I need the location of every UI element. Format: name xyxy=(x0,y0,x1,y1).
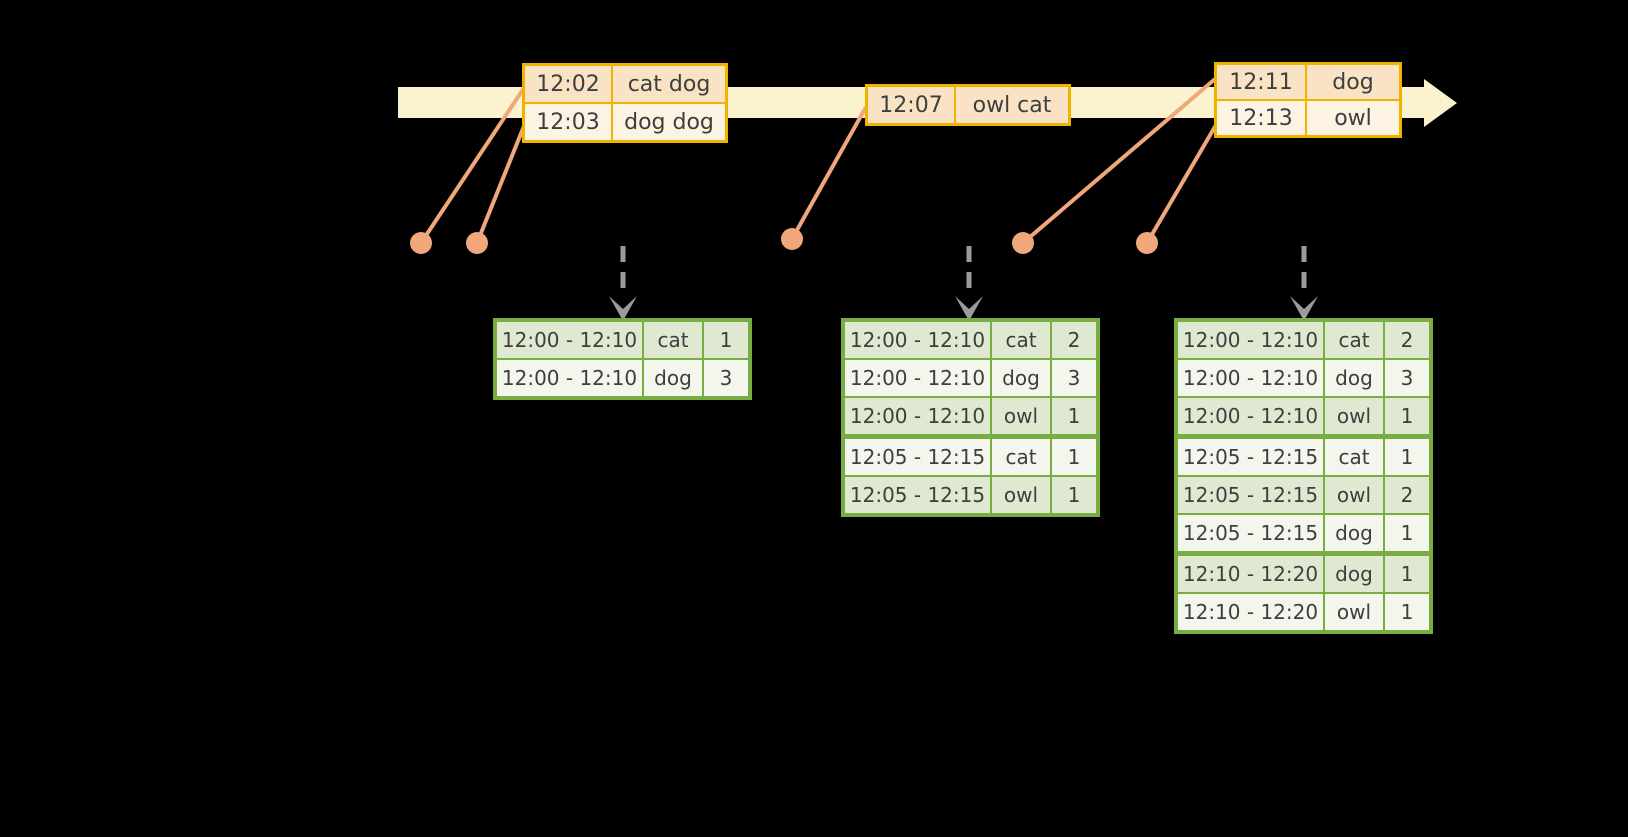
count-cell: 1 xyxy=(1385,439,1429,475)
word-cell: owl xyxy=(1325,594,1383,630)
trigger-arrow-icon xyxy=(955,246,983,321)
count-cell: 1 xyxy=(1385,515,1429,551)
connector-line xyxy=(790,106,868,240)
words-cell: cat dog xyxy=(613,66,725,102)
window-cell: 12:10 - 12:20 xyxy=(1178,556,1323,592)
word-cell: cat xyxy=(992,439,1050,475)
time-cell: 12:07 xyxy=(868,87,954,123)
trigger-arrows xyxy=(609,246,1318,321)
time-cell: 12:03 xyxy=(525,104,611,140)
word-cell: owl xyxy=(992,398,1050,434)
count-cell: 1 xyxy=(1385,594,1429,630)
window-cell: 12:10 - 12:20 xyxy=(1178,594,1323,630)
connector-line xyxy=(1145,123,1218,245)
word-cell: owl xyxy=(1325,477,1383,513)
count-cell: 3 xyxy=(1052,360,1096,396)
word-cell: dog xyxy=(992,360,1050,396)
word-cell: dog xyxy=(644,360,702,396)
words-cell: owl cat xyxy=(956,87,1068,123)
window-cell: 12:05 - 12:15 xyxy=(845,477,990,513)
event-dot-icon xyxy=(781,228,803,250)
window-cell: 12:00 - 12:10 xyxy=(845,398,990,434)
event-dot-icon xyxy=(1136,232,1158,254)
window-cell: 12:00 - 12:10 xyxy=(497,360,642,396)
count-cell: 1 xyxy=(1385,398,1429,434)
word-cell: owl xyxy=(1325,398,1383,434)
count-cell: 3 xyxy=(704,360,748,396)
connector-line xyxy=(475,125,526,244)
count-cell: 2 xyxy=(1052,322,1096,358)
word-cell: dog xyxy=(1325,515,1383,551)
time-cell: 12:02 xyxy=(525,66,611,102)
word-cell: dog xyxy=(1325,556,1383,592)
word-cell: owl xyxy=(992,477,1050,513)
word-cell: cat xyxy=(992,322,1050,358)
count-cell: 2 xyxy=(1385,322,1429,358)
count-cell: 1 xyxy=(1052,477,1096,513)
window-cell: 12:05 - 12:15 xyxy=(1178,477,1323,513)
words-cell: dog xyxy=(1307,65,1399,99)
words-cell: owl xyxy=(1307,101,1399,135)
count-cell: 3 xyxy=(1385,360,1429,396)
event-dots xyxy=(410,228,1158,254)
event-dot-icon xyxy=(466,232,488,254)
event-dot-icon xyxy=(1012,232,1034,254)
trigger-arrow-icon xyxy=(609,246,637,321)
word-cell: cat xyxy=(644,322,702,358)
time-cell: 12:13 xyxy=(1217,101,1305,135)
count-cell: 1 xyxy=(1385,556,1429,592)
count-cell: 1 xyxy=(704,322,748,358)
word-cell: dog xyxy=(1325,360,1383,396)
window-cell: 12:00 - 12:10 xyxy=(1178,360,1323,396)
count-cell: 1 xyxy=(1052,439,1096,475)
window-cell: 12:00 - 12:10 xyxy=(1178,398,1323,434)
window-cell: 12:00 - 12:10 xyxy=(845,322,990,358)
connector-line xyxy=(419,86,526,245)
timeline-arrow-icon xyxy=(1424,79,1457,127)
word-cell: cat xyxy=(1325,439,1383,475)
window-cell: 12:00 - 12:10 xyxy=(845,360,990,396)
words-cell: dog dog xyxy=(613,104,725,140)
count-cell: 1 xyxy=(1052,398,1096,434)
connector-lines xyxy=(419,77,1218,245)
trigger-arrow-icon xyxy=(1290,246,1318,321)
count-cell: 2 xyxy=(1385,477,1429,513)
word-cell: cat xyxy=(1325,322,1383,358)
connector-line xyxy=(1021,77,1217,245)
window-cell: 12:05 - 12:15 xyxy=(845,439,990,475)
window-cell: 12:05 - 12:15 xyxy=(1178,439,1323,475)
window-cell: 12:05 - 12:15 xyxy=(1178,515,1323,551)
window-cell: 12:00 - 12:10 xyxy=(1178,322,1323,358)
window-cell: 12:00 - 12:10 xyxy=(497,322,642,358)
event-dot-icon xyxy=(410,232,432,254)
time-cell: 12:11 xyxy=(1217,65,1305,99)
